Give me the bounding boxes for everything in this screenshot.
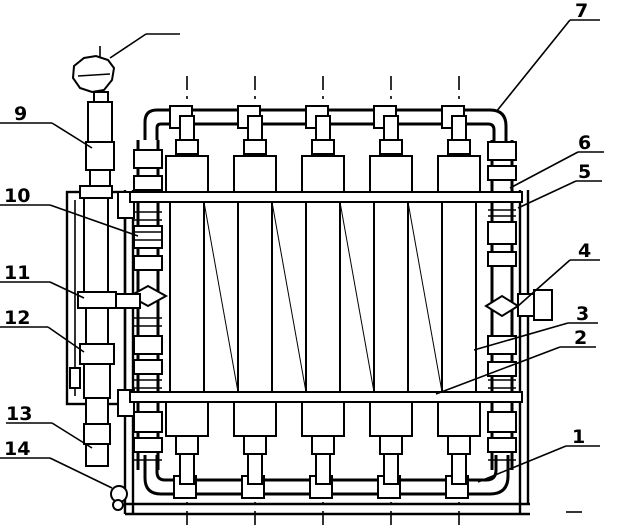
cartridge-1 <box>165 115 209 485</box>
part-labels: 1 2 3 4 5 6 7 9 10 11 12 13 14 <box>4 0 591 460</box>
label-13: 13 <box>6 403 32 425</box>
cartridge-2 <box>233 115 277 485</box>
label-14: 14 <box>4 438 30 460</box>
label-12: 12 <box>4 307 30 329</box>
label-7: 7 <box>575 0 588 22</box>
leader-lines <box>0 19 604 489</box>
label-3: 3 <box>576 303 589 325</box>
pressure-gauge-icon <box>71 54 116 94</box>
label-10: 10 <box>4 185 30 207</box>
label-9: 9 <box>14 103 27 125</box>
cartridge-4 <box>369 115 413 485</box>
filter-cartridges <box>165 115 481 485</box>
label-1: 1 <box>572 426 585 448</box>
label-5: 5 <box>578 161 591 183</box>
valve-icon <box>79 343 115 365</box>
label-4: 4 <box>578 240 591 262</box>
label-11: 11 <box>4 262 30 284</box>
label-2: 2 <box>574 327 587 349</box>
inlet-assembly <box>69 54 141 511</box>
cartridge-3 <box>301 115 345 485</box>
label-6: 6 <box>578 132 591 154</box>
cartridge-5 <box>437 115 481 485</box>
